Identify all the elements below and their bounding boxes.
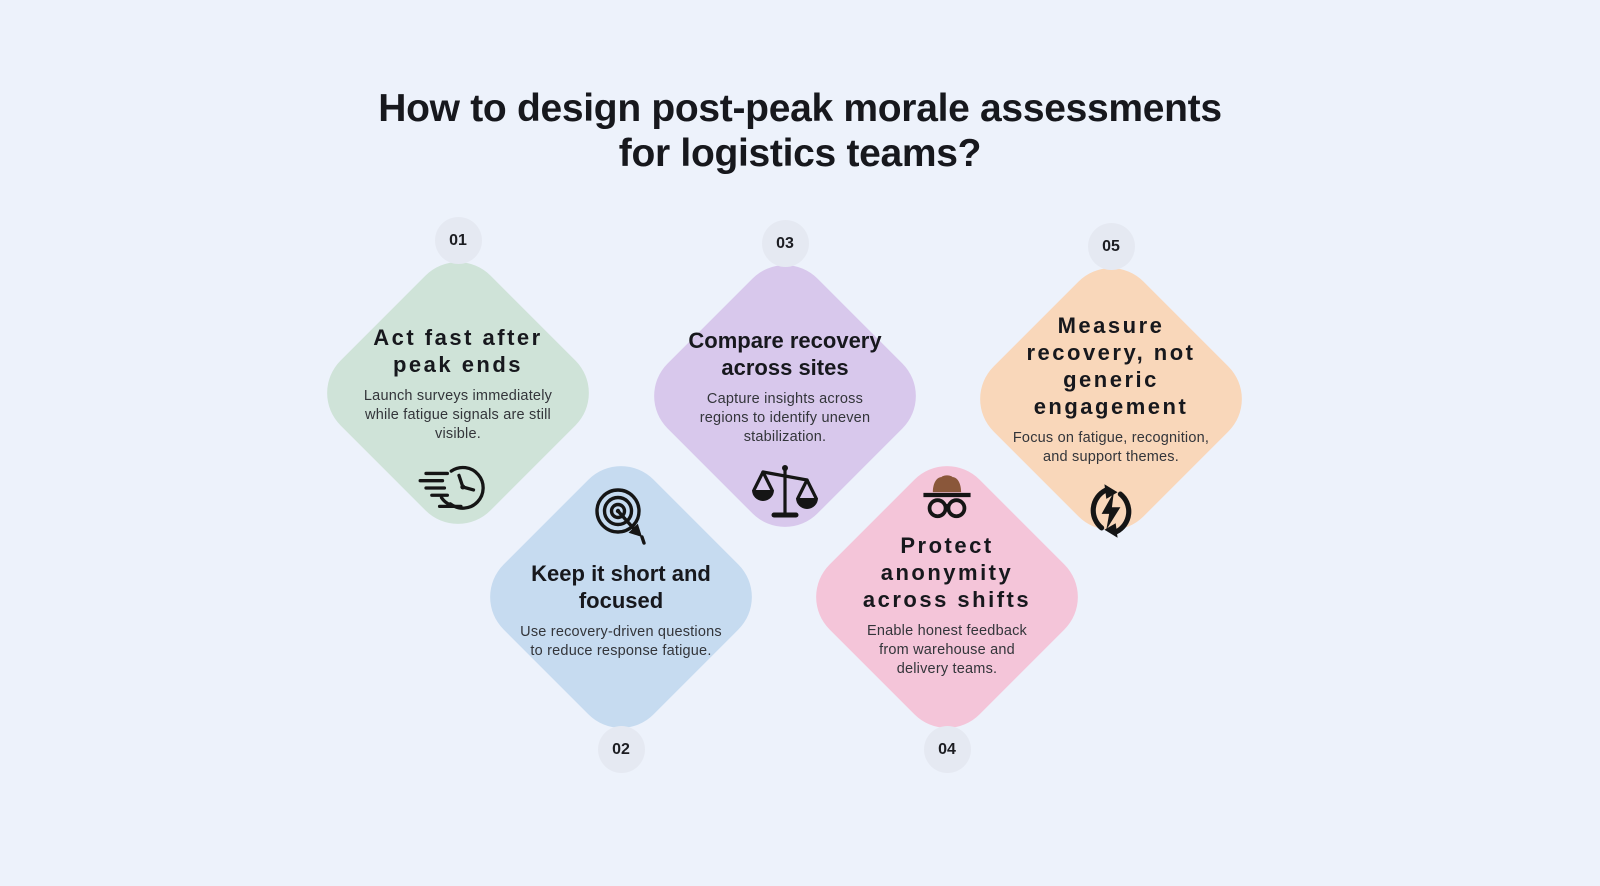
step-number-badge: 05 [1087, 223, 1135, 270]
card-title: Compare recovery across sites [688, 328, 882, 380]
step-number-badge: 02 [597, 726, 645, 773]
card-content: Measure recovery, not generic engagement… [955, 312, 1267, 543]
card-03: 03 Compare recovery across sites Capture… [605, 166, 965, 626]
card-01: 01 Act fast after peak ends Launch surve… [278, 163, 638, 623]
card-description: Use recovery-driven questions to reduce … [520, 623, 722, 659]
card-description: Focus on fatigue, recognition, and suppo… [1012, 429, 1210, 465]
card-02: 02 Keep it short and focused Use recover… [441, 367, 801, 827]
card-content: Act fast after peak ends Launch surveys … [302, 324, 614, 518]
card-title: Protect anonymity across shifts [862, 532, 1032, 612]
step-number-badge: 01 [434, 217, 482, 264]
card-title: Measure recovery, not generic engagement [1026, 312, 1196, 419]
card-content: Keep it short and focused Use recovery-d… [465, 486, 777, 661]
card-description: Enable honest feedback from warehouse an… [867, 622, 1027, 677]
scales-icon [751, 459, 819, 521]
step-number-badge: 04 [923, 726, 971, 773]
card-05: 05 Measure recovery, not generic engagem… [931, 169, 1291, 629]
card-title: Act fast after peak ends [373, 325, 543, 377]
bolt-refresh-icon [1081, 479, 1141, 543]
page-title: How to design post-peak morale assessmen… [378, 87, 1222, 175]
step-number-badge: 03 [761, 220, 809, 267]
card-content: Compare recovery across sites Capture in… [629, 327, 941, 521]
incognito-icon [914, 468, 980, 522]
card-title: Keep it short and focused [531, 560, 711, 613]
card-description: Capture insights across regions to ident… [699, 391, 871, 445]
target-dart-icon [591, 486, 651, 550]
speed-clock-icon [417, 456, 499, 518]
card-content: Protect anonymity across shifts Enable h… [791, 468, 1103, 679]
card-04: 04 Protect anonymity across shifts Enabl… [767, 367, 1127, 827]
card-description: Launch surveys immediately while fatigue… [363, 388, 553, 442]
